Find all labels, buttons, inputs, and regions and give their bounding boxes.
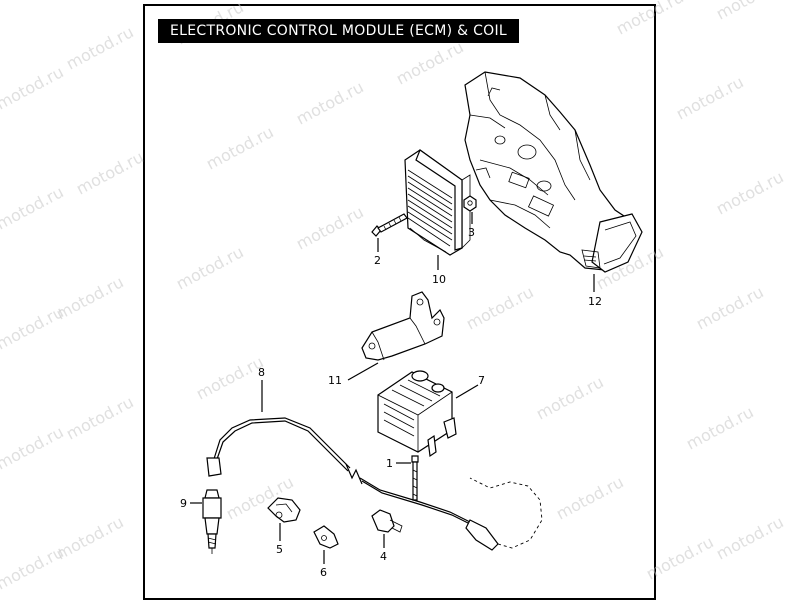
watermark: motod.ru (293, 202, 367, 253)
callout-9: 9 (180, 497, 187, 510)
callout-6: 6 (320, 566, 327, 579)
wire-clip (371, 509, 403, 533)
diagram-title: ELECTRONIC CONTROL MODULE (ECM) & COIL (158, 19, 519, 43)
ecm-module (404, 149, 471, 256)
watermark: motod.ru (683, 402, 757, 453)
callout-1: 1 (386, 457, 393, 470)
watermark: motod.ru (193, 352, 267, 403)
leader-line (347, 362, 379, 381)
watermark: motod.ru (533, 372, 607, 423)
watermark: motod.ru (463, 282, 537, 333)
watermark: motod.ru (53, 272, 127, 323)
cable-clip (267, 497, 301, 523)
watermark: motod.ru (0, 62, 67, 113)
callout-2: 2 (374, 254, 381, 267)
wire-clamp (313, 525, 339, 549)
coil-bracket (361, 291, 445, 361)
watermark: motod.ru (63, 392, 137, 443)
ecm-screw (371, 213, 408, 237)
watermark: motod.ru (553, 472, 627, 523)
watermark: motod.ru (713, 512, 787, 563)
watermark: motod.ru (643, 532, 717, 583)
callout-11: 11 (328, 374, 342, 387)
watermark: motod.ru (173, 242, 247, 293)
watermark: motod.ru (203, 122, 277, 173)
watermark: motod.ru (693, 282, 767, 333)
watermark: motod.ru (713, 0, 787, 24)
ecm-nut (463, 195, 477, 212)
ecm-mounting-bracket (464, 71, 643, 273)
spark-plug (202, 489, 222, 554)
watermark: motod.ru (613, 0, 687, 39)
watermark-layer: motod.ru motod.ru motod.ru motod.ru moto… (0, 0, 787, 594)
callout-5: 5 (276, 543, 283, 556)
watermark: motod.ru (393, 37, 467, 88)
watermark: motod.ru (63, 22, 137, 73)
callout-7: 7 (478, 374, 485, 387)
callout-12: 12 (588, 295, 602, 308)
watermark: motod.ru (0, 422, 67, 473)
watermark: motod.ru (713, 167, 787, 218)
callout-4: 4 (380, 550, 387, 563)
ignition-coil (377, 370, 457, 458)
watermark: motod.ru (293, 77, 367, 128)
watermark: motod.ru (673, 72, 747, 123)
diagram-frame (143, 4, 656, 600)
callout-10: 10 (432, 273, 446, 286)
watermark: motod.ru (53, 512, 127, 563)
watermark: motod.ru (73, 147, 147, 198)
leader-line (455, 384, 479, 399)
spark-plug-wire (206, 417, 543, 551)
callout-8: 8 (258, 366, 265, 379)
watermark: motod.ru (0, 182, 67, 233)
callout-3: 3 (468, 226, 475, 239)
coil-screw (411, 455, 419, 501)
